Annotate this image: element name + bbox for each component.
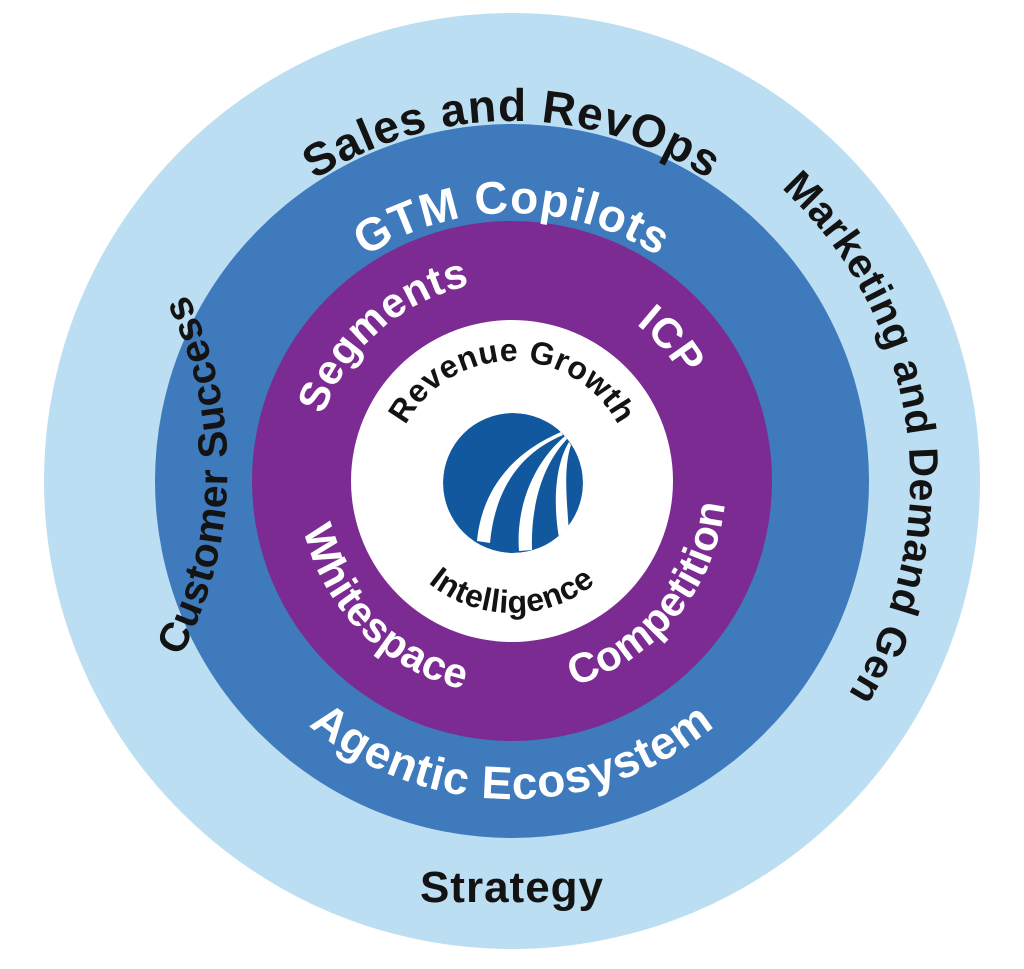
logo-wave-stripe-2: [518, 436, 567, 551]
logo-disc: [443, 413, 583, 553]
logo-wave-stripe-1: [477, 432, 563, 543]
logo-wave-stripe-3: [555, 442, 571, 538]
wave-sphere-logo-icon: [443, 413, 583, 553]
label-strategy: Strategy: [420, 863, 604, 912]
